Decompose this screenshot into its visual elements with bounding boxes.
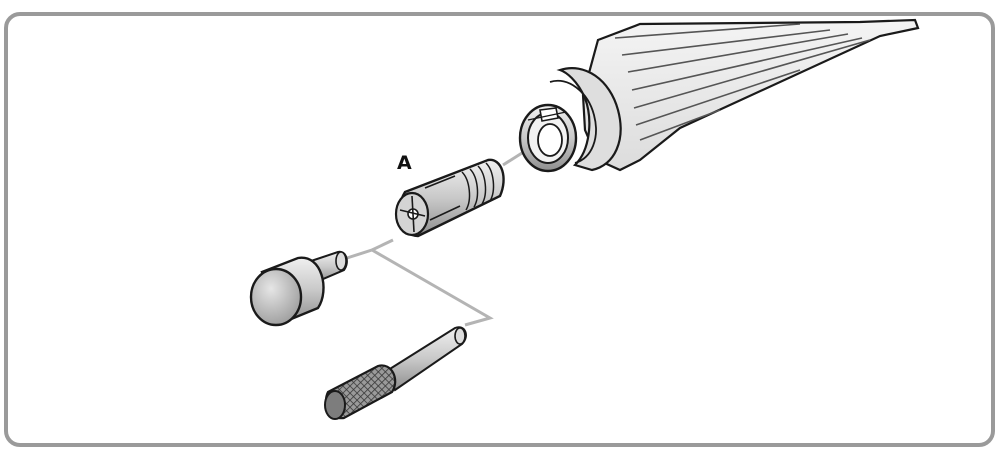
collet-slits — [424, 175, 461, 221]
collet-nut — [518, 103, 578, 173]
frame-border — [4, 12, 995, 447]
part-label-a: A — [397, 152, 412, 174]
knurled-bit — [324, 326, 467, 420]
collet-threads — [461, 162, 495, 211]
tool-housing — [549, 18, 920, 172]
cap-pin — [249, 250, 348, 327]
collet-a — [394, 158, 505, 238]
housing-collar — [556, 67, 622, 172]
leader-lines — [346, 151, 523, 327]
housing-ribs — [614, 23, 871, 141]
